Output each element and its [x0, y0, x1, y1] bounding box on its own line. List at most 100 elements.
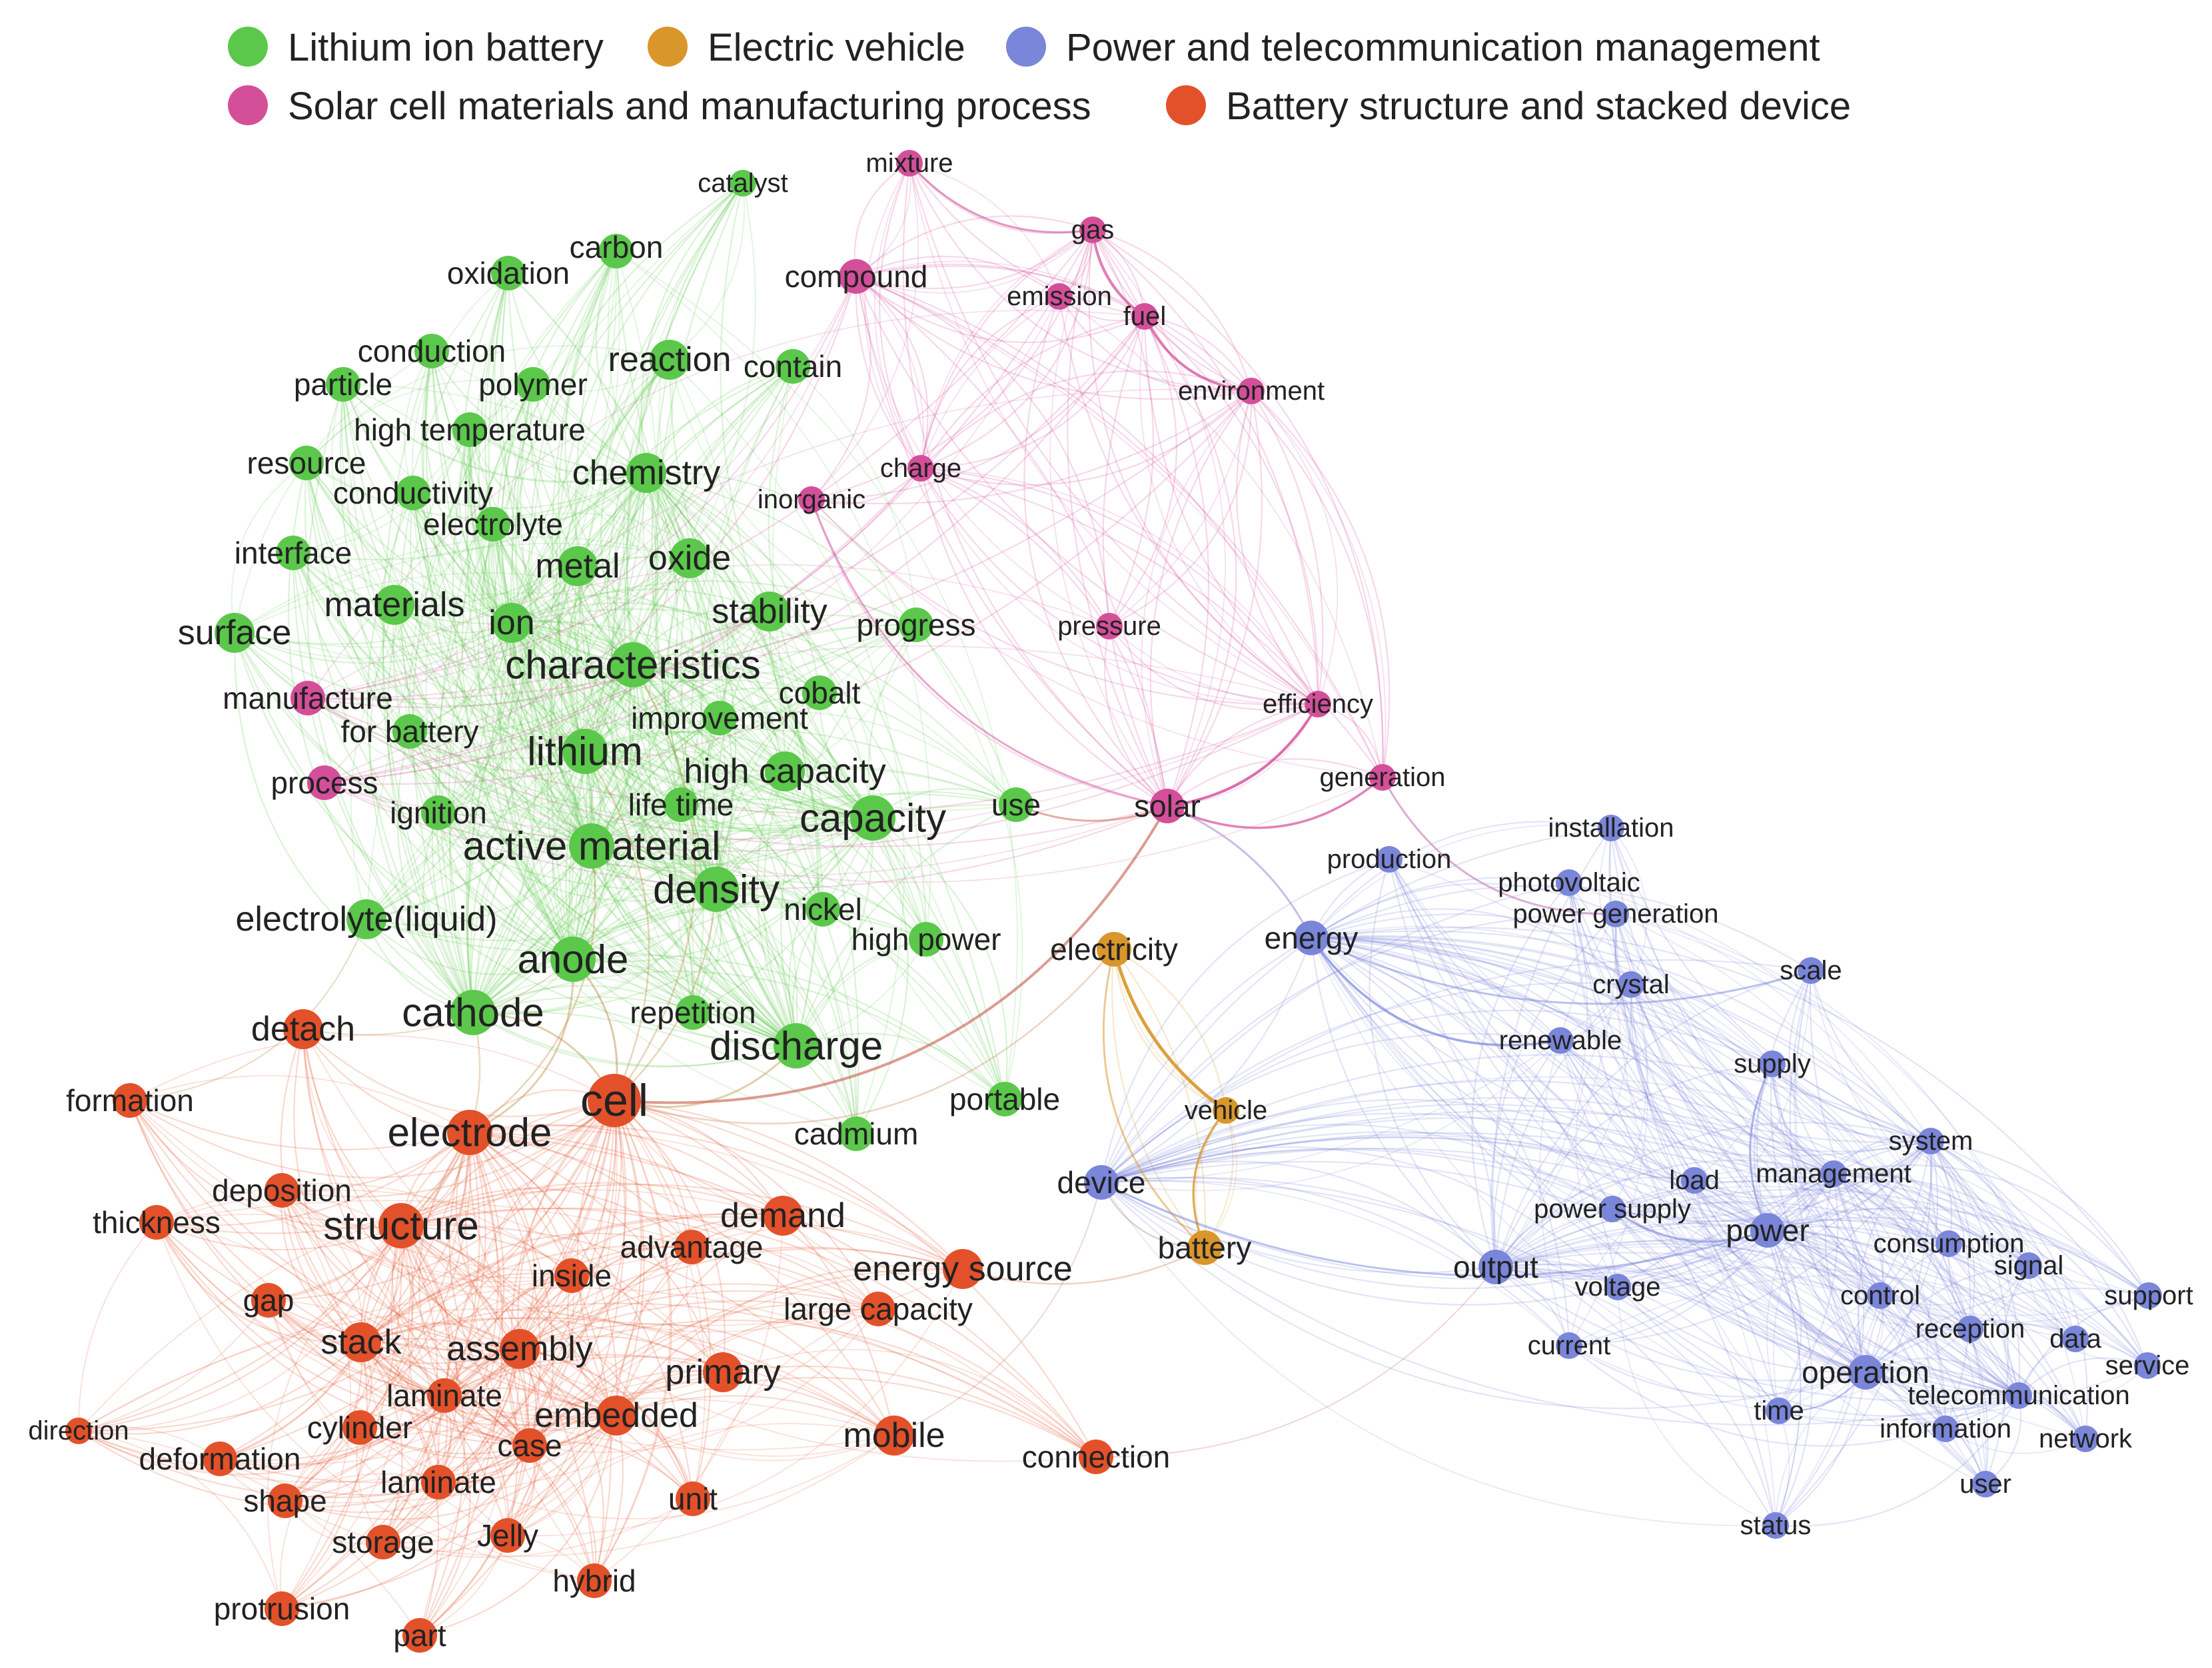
edge-nickel-cathode [472, 903, 824, 1013]
edge-consumption-energy [1311, 937, 1949, 1244]
edge-nickel-anode [572, 895, 824, 960]
node-label-deposition: deposition [212, 1173, 352, 1208]
node-label-production: production [1327, 845, 1452, 874]
edge-thickness-embedded [156, 1222, 617, 1420]
edge-reception-device [1101, 1136, 1971, 1330]
edge-load-operation [1693, 1180, 1866, 1374]
edge-high_temperature-cathode [386, 429, 474, 1013]
edge-compound-solar [855, 276, 1168, 807]
edge-carbon-ion [501, 250, 617, 624]
edge-photovoltaic-output [1471, 882, 1570, 1268]
edge-data-management [1833, 1172, 2077, 1340]
edge-particle-active_material [341, 384, 592, 847]
edge-power-energy [1311, 937, 1769, 1231]
edge-polymer-density [520, 384, 717, 890]
node-connection [1079, 1440, 1113, 1474]
edge-stability-electrolyte [492, 512, 770, 612]
node-density [694, 867, 739, 912]
node-label-installation: installation [1548, 813, 1674, 843]
edge-unit-electrode [469, 1132, 694, 1499]
edge-detach-structure [302, 1029, 402, 1226]
node-label-use: use [991, 787, 1041, 822]
legend: Lithium ion battery Electric vehicle Pow… [228, 26, 1851, 128]
edge-fuel-manufacture [307, 310, 1145, 699]
edge-progress-capacity [867, 624, 917, 819]
edge-lithium-discharge [584, 751, 797, 1047]
edge-chemistry-cathode [449, 472, 647, 1013]
edge-energy-output [1310, 937, 1496, 1268]
labels-layer: catalystcarbonoxidationconductionparticl… [28, 149, 2193, 1653]
edge-conduction-conductivity [404, 350, 432, 494]
edge-deposition-inside [281, 1190, 572, 1288]
edge-oxidation-conductivity [411, 272, 509, 494]
edge-laminate_1-electrode [444, 1132, 486, 1396]
edge-cathode-ion [472, 622, 543, 1013]
edge-cathode-density [472, 889, 717, 1015]
edge-case-inside [529, 1275, 574, 1446]
edge-load-output [1495, 1176, 1695, 1268]
edge-telecommunication-power [1767, 1229, 2019, 1396]
edge-cylinder-electrode [359, 1132, 472, 1428]
edge-reaction-ion [510, 359, 670, 624]
edge-connection-cell [614, 1099, 1097, 1458]
edge-mixture-solar [902, 163, 1168, 807]
edge-embedded-structure [400, 1224, 617, 1416]
node-label-manufacture: manufacture [223, 681, 393, 715]
edge-discharge-active_material [591, 845, 798, 1046]
edge-network-system [1930, 1140, 2088, 1440]
node-label-cell: cell [580, 1075, 648, 1126]
edge-thickness-embedded [156, 1222, 617, 1426]
edge-detach-anode [302, 959, 574, 1036]
edge-for_battery-anode [408, 731, 574, 961]
edge-unit-assembly [519, 1348, 694, 1499]
edge-charge-compound [855, 276, 929, 469]
legend-label-battery: Battery structure and stacked device [1226, 85, 1851, 128]
edge-environment-fuel [1144, 315, 1252, 392]
edge-supply-output [1494, 1062, 1773, 1268]
edge-cell-discharge [614, 1044, 798, 1108]
edge-interface-anode [292, 552, 574, 960]
node-primary [703, 1352, 743, 1392]
node-production [1376, 846, 1402, 873]
edge-resource-chemistry [306, 462, 647, 519]
edge-for_battery-interface [292, 552, 410, 732]
edge-characteristics-discharge [628, 664, 797, 1046]
edge-photovoltaic-power [1568, 882, 1768, 1231]
edge-mixture-charge [874, 163, 921, 469]
node-user [1972, 1471, 1999, 1497]
node-label-gap: gap [243, 1283, 294, 1318]
edge-conductivity-active_material [412, 492, 592, 847]
edge-data-voltage [1617, 1266, 2076, 1340]
edge-chemistry-anode [546, 472, 647, 960]
edge-metal-nickel [577, 566, 824, 910]
edge-for_battery-cathode [396, 731, 474, 1013]
node-label-improvement: improvement [631, 701, 808, 735]
node-label-anode: anode [518, 937, 629, 982]
edge-status-device [1101, 1176, 1776, 1526]
edge-oxidation-discharge [488, 272, 797, 1046]
edge-cadmium-reaction [669, 359, 905, 1134]
edge-gap-case [268, 1300, 530, 1447]
node-label-unit: unit [668, 1481, 718, 1516]
node-protrusion [265, 1591, 299, 1626]
edge-charge-compound [855, 276, 924, 469]
node-signal [2015, 1252, 2042, 1279]
edge-power_generation-telecommunication [1614, 913, 2019, 1397]
edge-device-energy [1101, 937, 1313, 1183]
node-label-ion: ion [488, 604, 534, 642]
edge-environment-solar [1141, 390, 1252, 807]
node-label-polymer: polymer [478, 367, 588, 402]
edge-time-power [1767, 1230, 1802, 1412]
edge-high_power-cathode [472, 905, 927, 1013]
edge-electrolyte-density [492, 524, 717, 890]
edge-embedded-mobile [616, 1415, 895, 1461]
edge-deformation-case [219, 1445, 530, 1496]
edge-particle-discharge [342, 384, 797, 1047]
edge-thickness-stack [156, 1222, 362, 1344]
edge-installation-energy [1311, 824, 1612, 939]
edge-efficiency-gas [1092, 229, 1319, 705]
edge-status-management [1775, 1173, 1860, 1526]
edge-cadmium-lithium [584, 750, 857, 1134]
edge-cylinder-structure [359, 1225, 414, 1428]
edge-telecommunication-energy [1311, 937, 2019, 1396]
